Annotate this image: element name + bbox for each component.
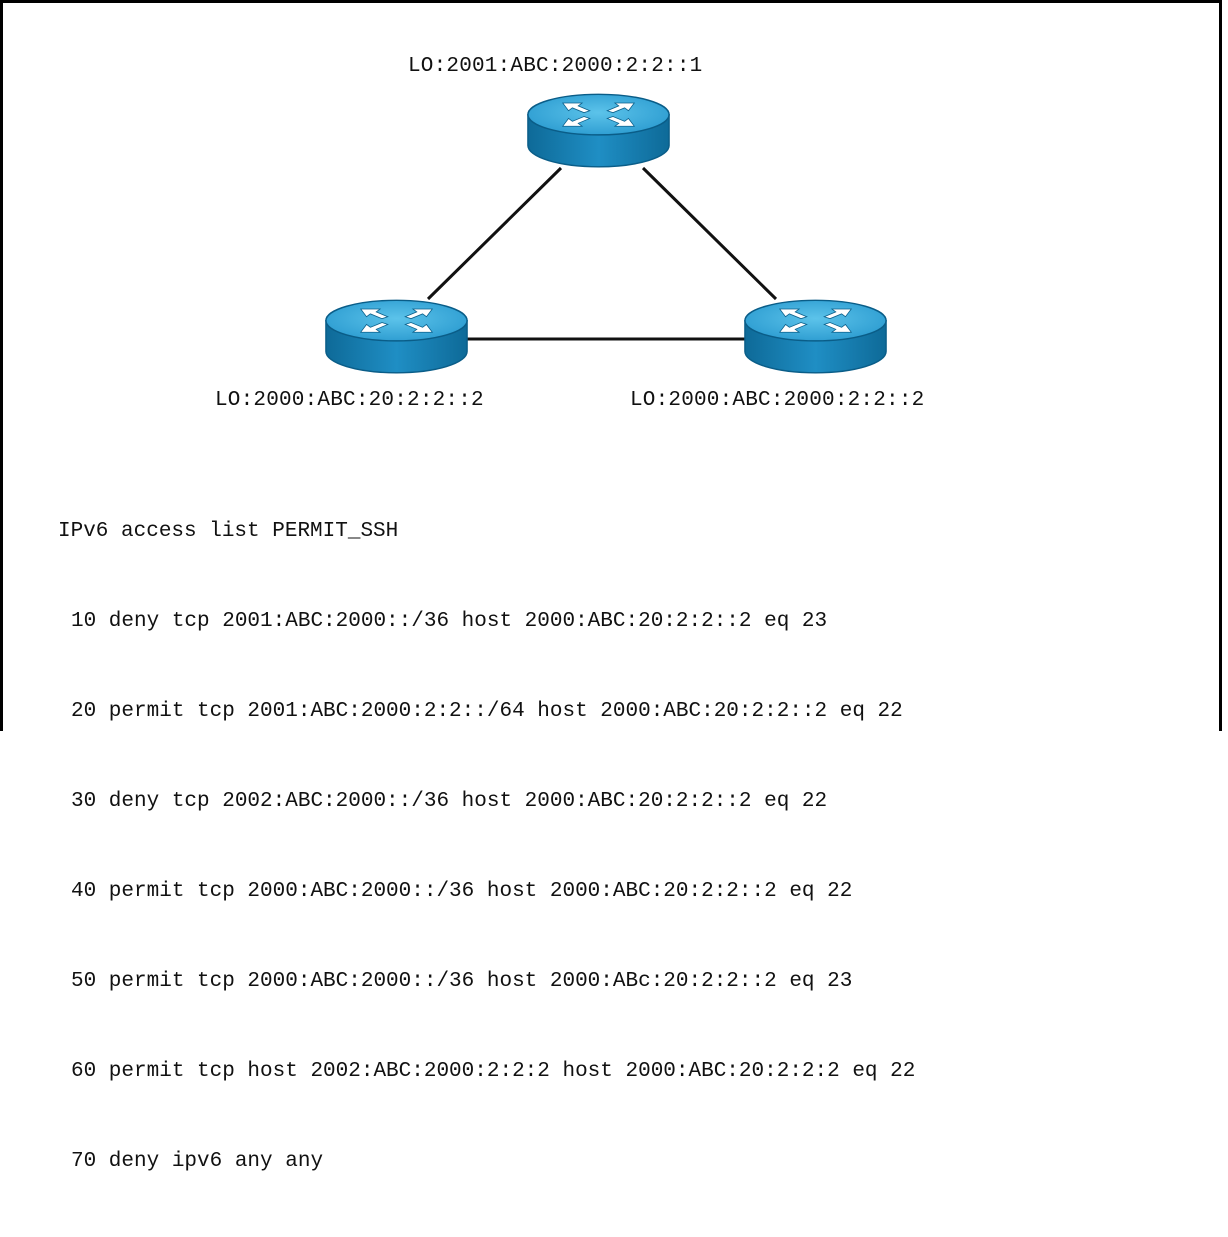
access-list-entry-30: 30 deny tcp 2002:ABC:2000::/36 host 2000… — [71, 790, 828, 813]
access-list-title: IPv6 access list PERMIT_SSH — [58, 520, 399, 543]
access-list-entry-70: 70 deny ipv6 any any — [71, 1150, 324, 1173]
router-left-icon[interactable] — [325, 299, 468, 374]
diagram-frame: LO:2001:ABC:2000:2:2::1 LO:2000:ABC:20:2… — [0, 0, 1222, 1173]
access-list-entry-10: 10 deny tcp 2001:ABC:2000::/36 host 2000… — [71, 610, 828, 633]
router-left-loopback-label: LO:2000:ABC:20:2:2::2 — [215, 389, 484, 412]
access-list-entry-60: 60 permit tcp host 2002:ABC:2000:2:2:2 h… — [71, 1060, 916, 1083]
link-top-right — [641, 166, 778, 301]
access-list-entry-20: 20 permit tcp 2001:ABC:2000:2:2::/64 hos… — [71, 700, 903, 723]
access-list-entry-40: 40 permit tcp 2000:ABC:2000::/36 host 20… — [71, 880, 853, 903]
access-list: IPv6 access list PERMIT_SSH 10 deny tcp … — [58, 457, 915, 1237]
router-top-icon[interactable] — [527, 93, 670, 168]
router-right-loopback-label: LO:2000:ABC:2000:2:2::2 — [630, 389, 925, 412]
network-topology — [325, 93, 887, 374]
router-right-icon[interactable] — [744, 299, 887, 374]
router-top-loopback-label: LO:2001:ABC:2000:2:2::1 — [408, 55, 703, 78]
access-list-entry-50: 50 permit tcp 2000:ABC:2000::/36 host 20… — [71, 970, 853, 993]
link-top-left — [426, 166, 563, 301]
